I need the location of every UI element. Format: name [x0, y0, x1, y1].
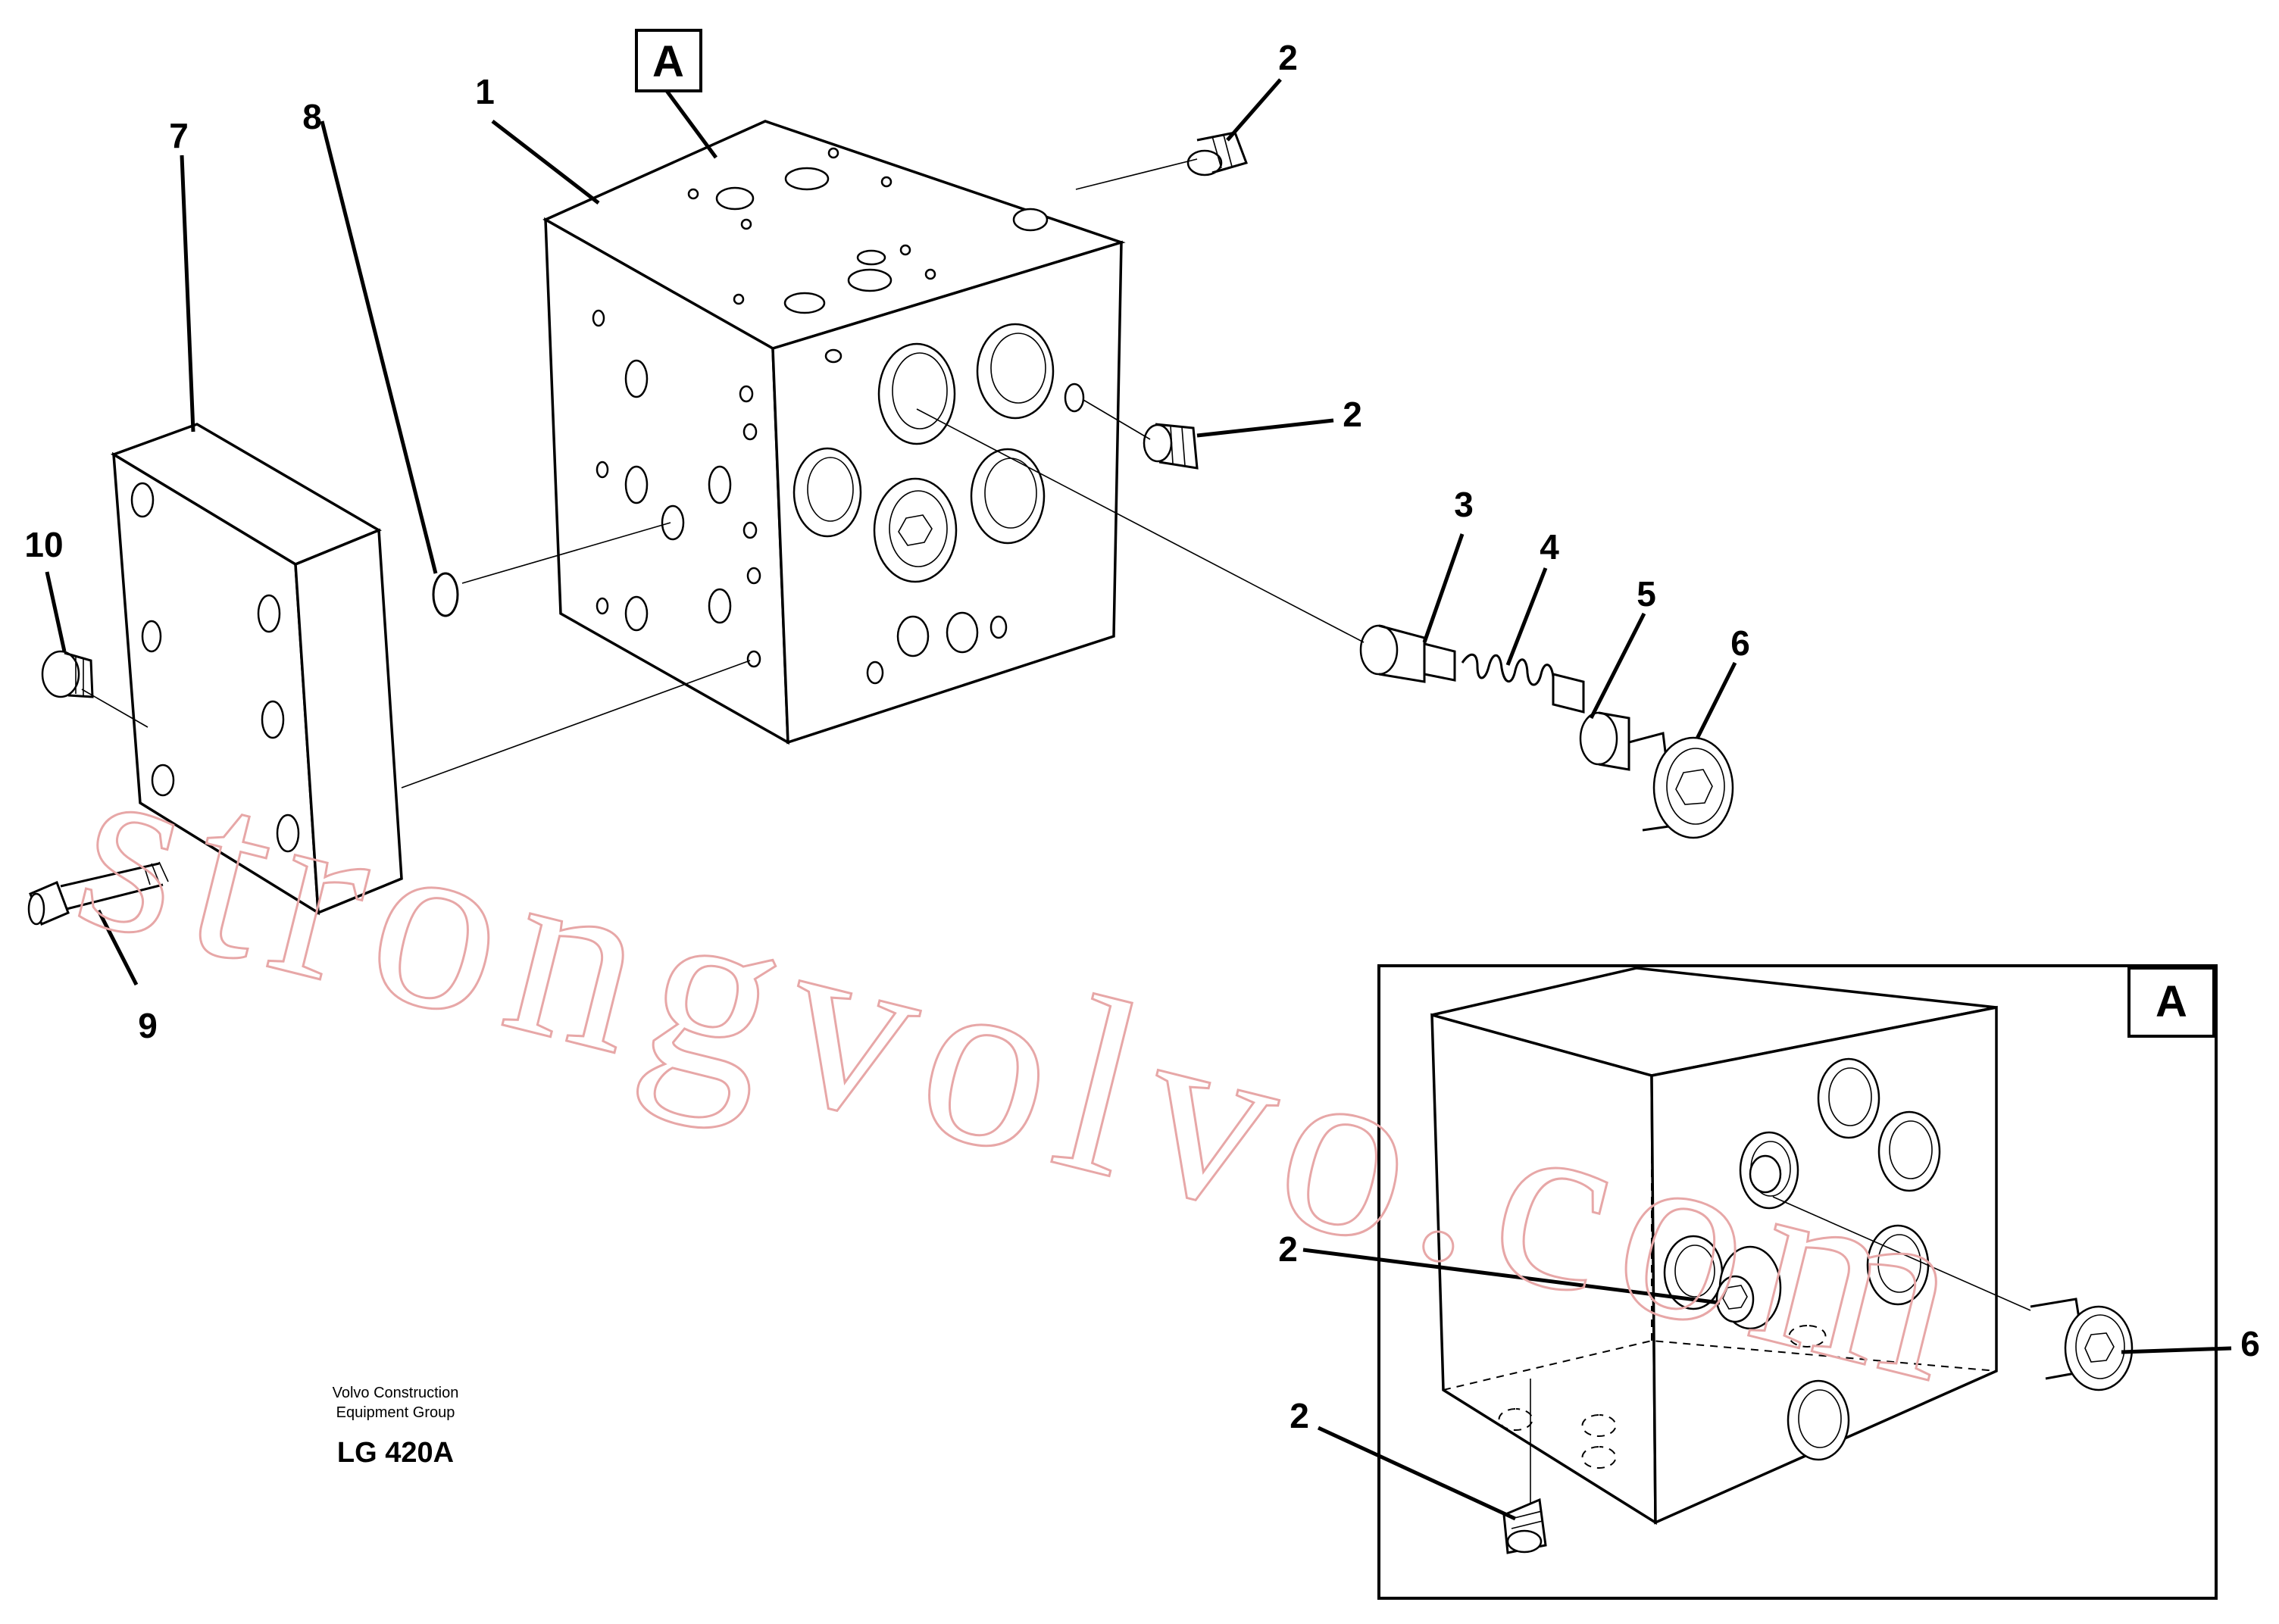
- valve-block-top-holes: [687, 147, 1049, 314]
- valve-block-left-holes: [592, 309, 761, 668]
- inset-view-a: A: [1278, 964, 2260, 1600]
- callout-9: 9: [138, 1006, 158, 1045]
- callout-1: 1: [475, 72, 495, 111]
- o-ring: [432, 572, 459, 617]
- cover-plate: [110, 423, 403, 916]
- callout-8: 8: [302, 97, 322, 136]
- callout-2-inset-upper: 2: [1278, 1229, 1298, 1269]
- callout-3: 3: [1454, 485, 1474, 524]
- spool-seat: [1359, 624, 1399, 676]
- spool-assembly: [1359, 624, 1734, 839]
- alignment-lines: [81, 158, 1365, 789]
- spool-end-cap: [1628, 732, 1734, 839]
- plug-2-middle: [1143, 423, 1199, 470]
- callout-7: 7: [169, 116, 189, 155]
- inset-label: A: [2156, 977, 2187, 1026]
- valve-block: [542, 120, 1126, 745]
- drawing-code: LG 420A: [337, 1437, 454, 1469]
- callout-4: 4: [1540, 527, 1559, 567]
- cap-screw: [27, 861, 169, 926]
- spool-collar: [1579, 711, 1630, 771]
- callout-6: 6: [1730, 623, 1750, 663]
- view-reference-letter: A: [652, 37, 684, 86]
- cover-plate-holes: [130, 482, 300, 853]
- callout-2-inset-lower: 2: [1290, 1396, 1309, 1435]
- callout-2-middle: 2: [1343, 395, 1362, 434]
- plug-2-top: [1186, 131, 1248, 176]
- callout-5: 5: [1637, 574, 1656, 614]
- callout-10: 10: [24, 525, 63, 564]
- caption-line-2: Equipment Group: [336, 1404, 455, 1421]
- callout-labels: 1 2 2 3 4 5 6 7 8 9 10: [24, 38, 1749, 1045]
- plug-10: [41, 650, 94, 698]
- cover-plate-edge-face: [294, 528, 403, 915]
- callout-2-top: 2: [1278, 38, 1298, 77]
- valve-block-front-ports: [792, 323, 1085, 685]
- spool-stem: [1552, 673, 1585, 714]
- view-reference-a: A: [635, 29, 702, 92]
- inset-ports: [1498, 1057, 1941, 1469]
- inset-end-cap: [2030, 1298, 2134, 1391]
- caption-line-1: Volvo Construction: [333, 1385, 459, 1401]
- spring: [1461, 653, 1555, 686]
- caption: Volvo Construction Equipment Group LG 42…: [333, 1385, 459, 1469]
- inset-plug-bottom: [1502, 1498, 1547, 1554]
- leader-lines: [45, 78, 1737, 986]
- callout-6-inset: 6: [2240, 1324, 2260, 1363]
